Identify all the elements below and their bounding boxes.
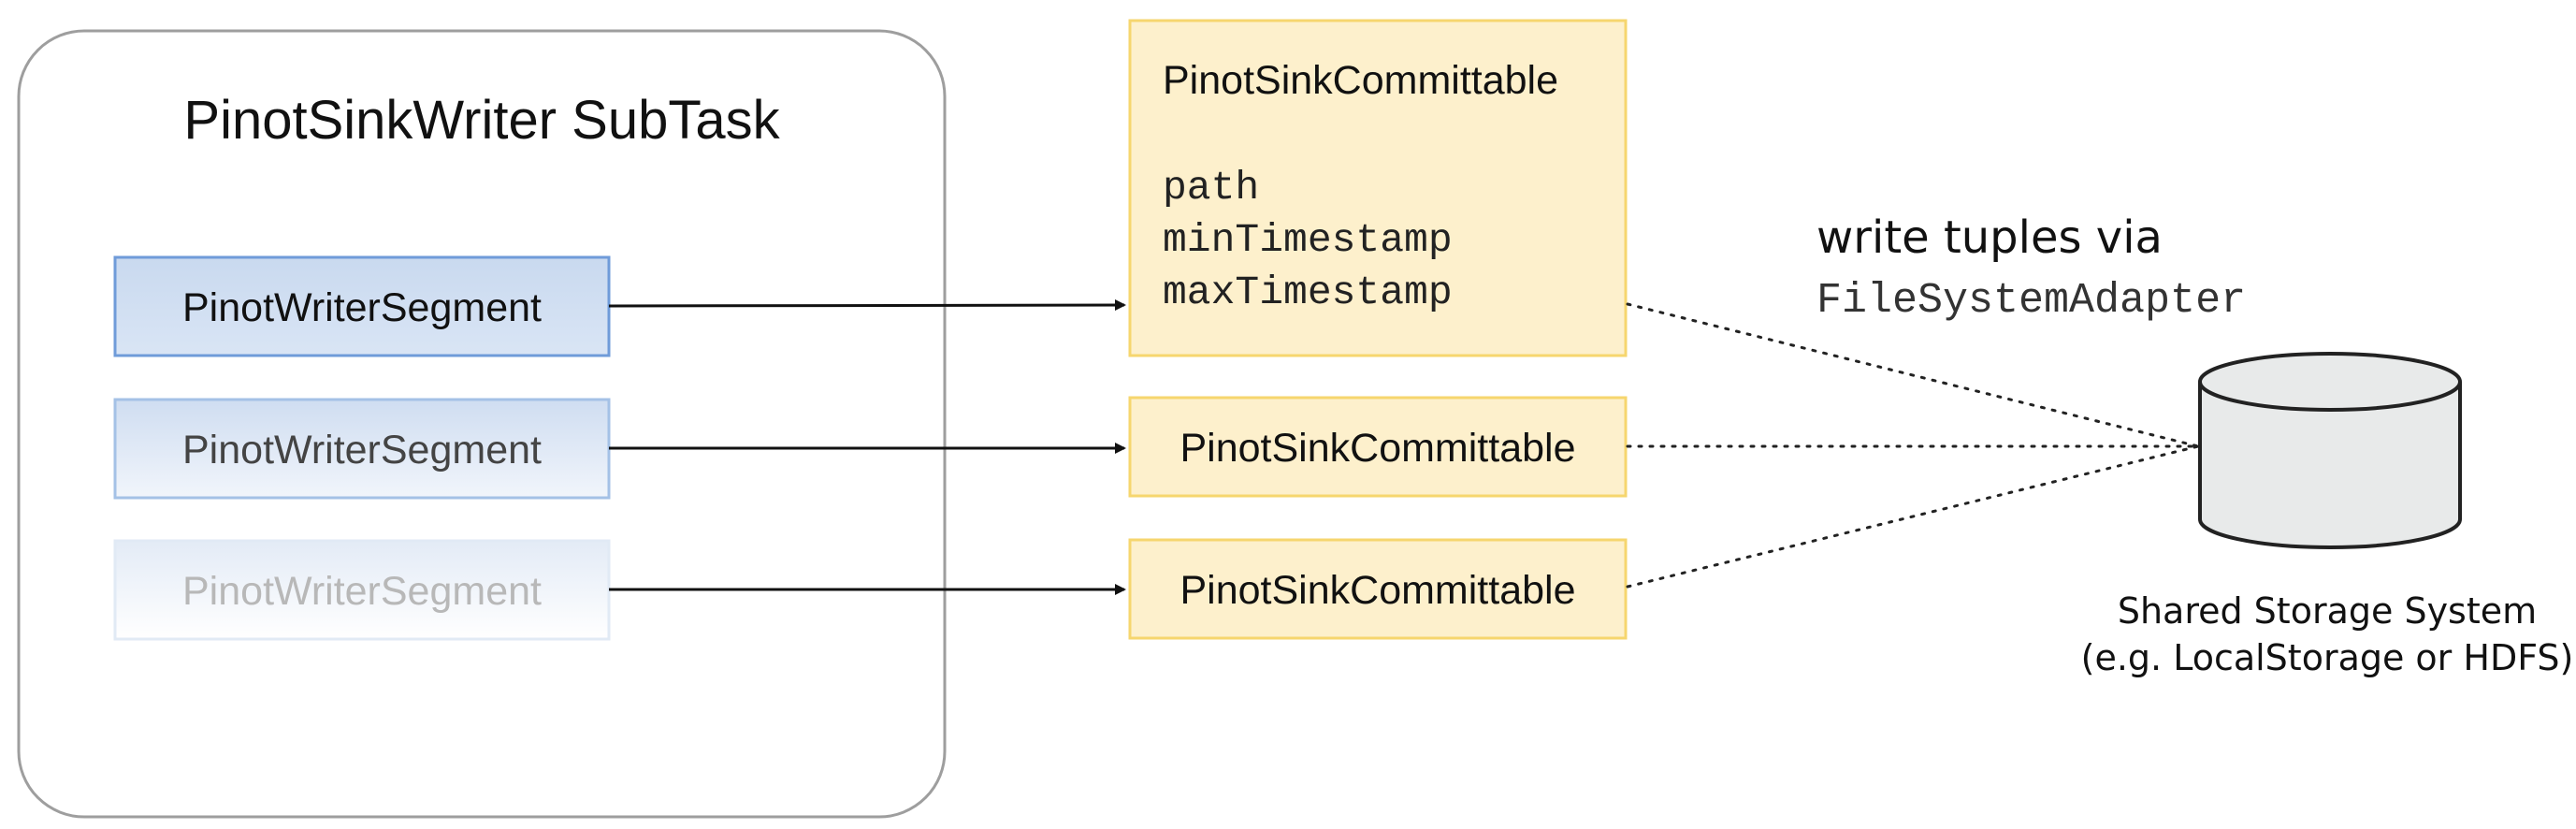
writer-segment-box-1 (113, 255, 611, 357)
writer-segment-label-1: PinotWriterSegment (182, 285, 542, 330)
committable-title-1: PinotSinkCommittable (1163, 58, 1558, 103)
writer-segment-box-2 (113, 398, 611, 500)
write-note-line-2: FileSystemAdapter (1816, 277, 2246, 325)
writer-segment-label-2: PinotWriterSegment (182, 428, 542, 473)
committable-field-max-timestamp: maxTimestamp (1163, 269, 1453, 315)
storage-label-line-1: Shared Storage System (2118, 590, 2537, 632)
writer-segment-box-3 (113, 539, 611, 641)
committable-title-3: PinotSinkCommittable (1179, 568, 1575, 613)
dotted-link-committable-3-to-storage (1626, 444, 2200, 589)
committable-box-2 (1128, 396, 1628, 498)
committable-box-1 (1128, 19, 1628, 357)
committable-field-path: path (1163, 165, 1259, 211)
storage-label-line-2: (e.g. LocalStorage or HDFS) (2081, 637, 2574, 678)
arrow-segment-1-to-committable-1 (608, 299, 1126, 312)
writer-segment-label-3: PinotWriterSegment (182, 569, 542, 614)
committable-box-3 (1128, 538, 1628, 640)
dotted-link-committable-1-to-storage (1626, 302, 2200, 448)
committable-title-2: PinotSinkCommittable (1179, 426, 1575, 471)
storage-cylinder-icon (2198, 352, 2462, 549)
subtask-title: PinotSinkWriter SubTask (183, 90, 780, 151)
write-note-line-1: write tuples via (1816, 211, 2163, 264)
committable-field-min-timestamp: minTimestamp (1163, 217, 1453, 263)
